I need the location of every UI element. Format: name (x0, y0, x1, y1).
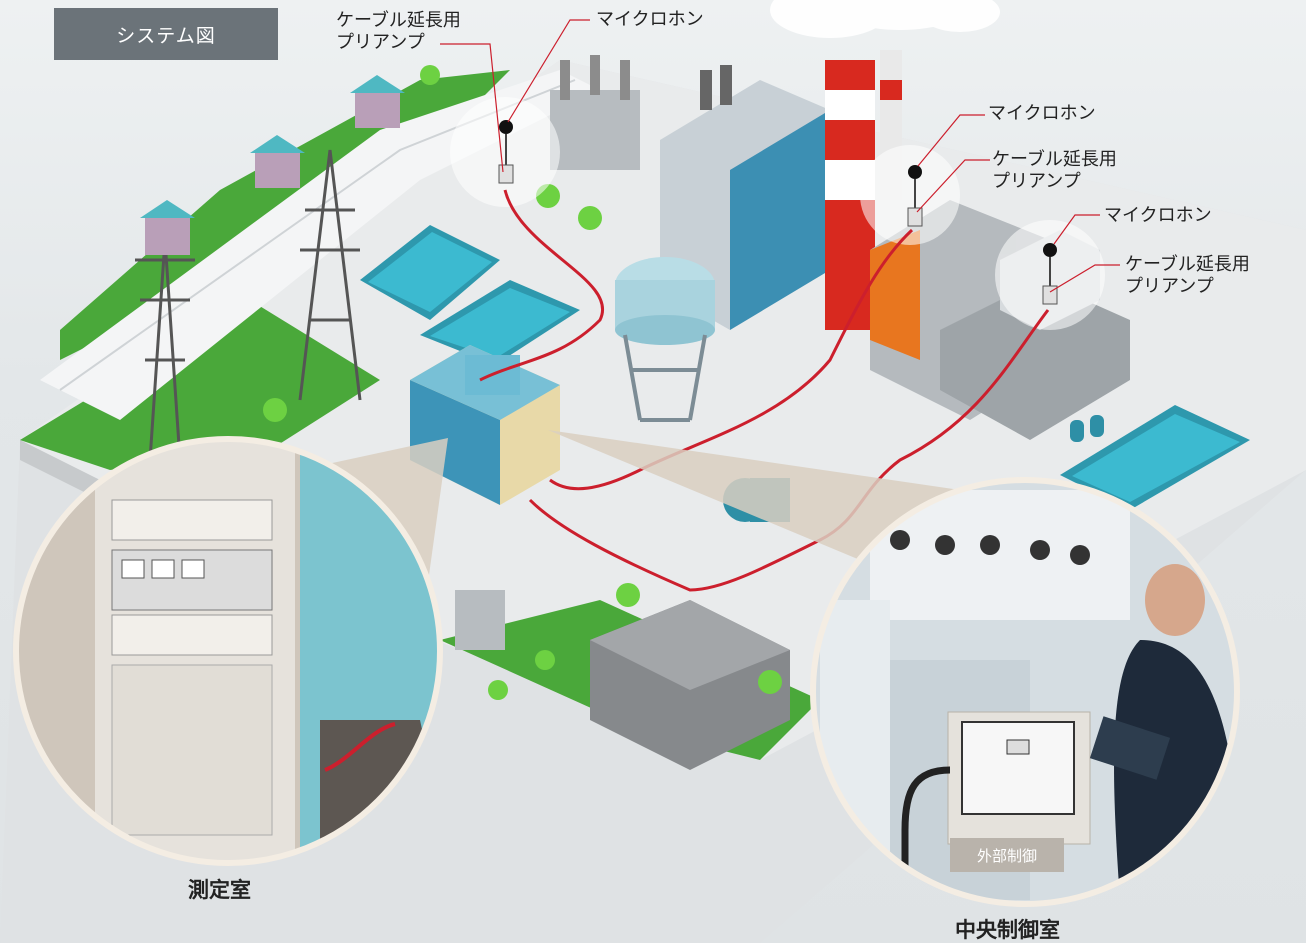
callout-mic-2: マイクロホン (988, 103, 1096, 124)
callout-preamp-3-line1: ケーブル延長用 (1125, 254, 1250, 275)
callout-preamp-2-line1: ケーブル延長用 (992, 149, 1117, 170)
control-room-inset (810, 477, 1240, 907)
callout-preamp-3: ケーブル延長用 プリアンプ (1125, 254, 1250, 298)
callout-preamp-2-line2: プリアンプ (992, 171, 1081, 192)
mic-2-device (907, 165, 923, 227)
callout-preamp-1-line1: ケーブル延長用 (336, 10, 461, 31)
title-badge: システム図 (54, 8, 278, 60)
water-tower (615, 257, 715, 422)
callout-leaders (440, 19, 1120, 293)
callout-preamp-1-line2: プリアンプ (336, 32, 425, 53)
smoke-clouds (770, 0, 1000, 38)
water-pools (360, 225, 1250, 510)
callout-mic-3: マイクロホン (1104, 205, 1212, 226)
callout-preamp-1: ケーブル延長用 プリアンプ (336, 10, 461, 54)
lower-building (590, 600, 790, 770)
callout-preamp-2: ケーブル延長用 プリアンプ (992, 149, 1117, 193)
office-building (410, 345, 560, 505)
external-control-label: 外部制御 (950, 838, 1064, 872)
callout-preamp-3-line2: プリアンプ (1125, 276, 1214, 297)
measurement-room-caption: 測定室 (188, 878, 251, 902)
control-room-caption: 中央制御室 (955, 918, 1060, 942)
transformer-yard (455, 55, 640, 650)
callout-mic-1: マイクロホン (596, 9, 704, 30)
trees (263, 65, 782, 700)
houses (140, 75, 405, 255)
